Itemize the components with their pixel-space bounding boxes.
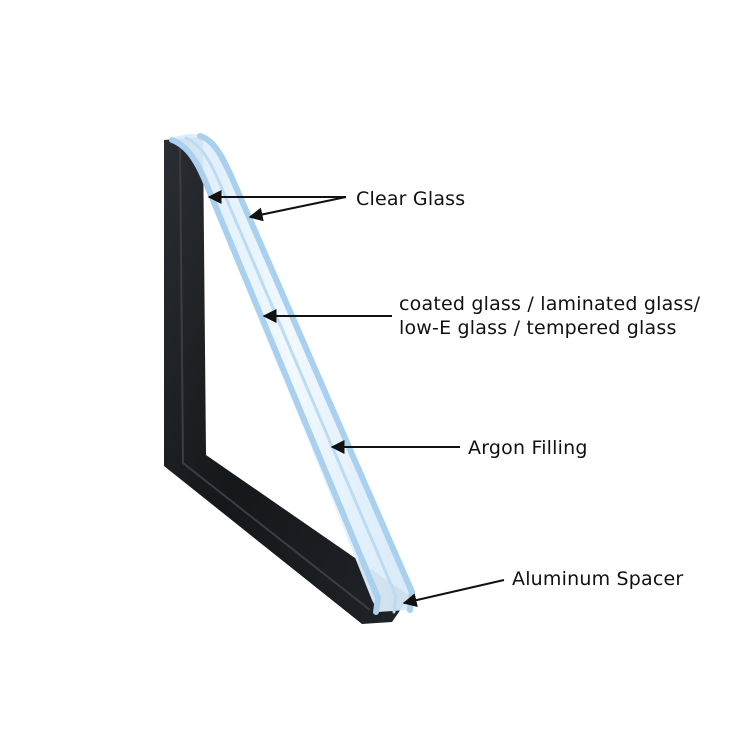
label-argon-filling: Argon Filling — [468, 437, 588, 459]
label-coated-line-1: coated glass / laminated glass/ — [399, 293, 701, 315]
coated-glass-layer — [184, 136, 398, 614]
arrow-clear-glass-2 — [248, 196, 347, 222]
label-coated-glass: coated glass / laminated glass/ low-E gl… — [399, 292, 700, 340]
label-coated-line-2: low-E glass / tempered glass — [399, 317, 677, 339]
aluminum-spacer-frame — [164, 137, 410, 624]
inner-glass-edge — [169, 137, 382, 615]
label-clear-glass: Clear Glass — [356, 188, 466, 210]
spacer-inner-edge — [179, 144, 371, 611]
arrow-aluminum-spacer — [402, 579, 505, 607]
outer-glass-edge — [197, 133, 416, 613]
label-aluminum-spacer: Aluminum Spacer — [512, 568, 684, 590]
